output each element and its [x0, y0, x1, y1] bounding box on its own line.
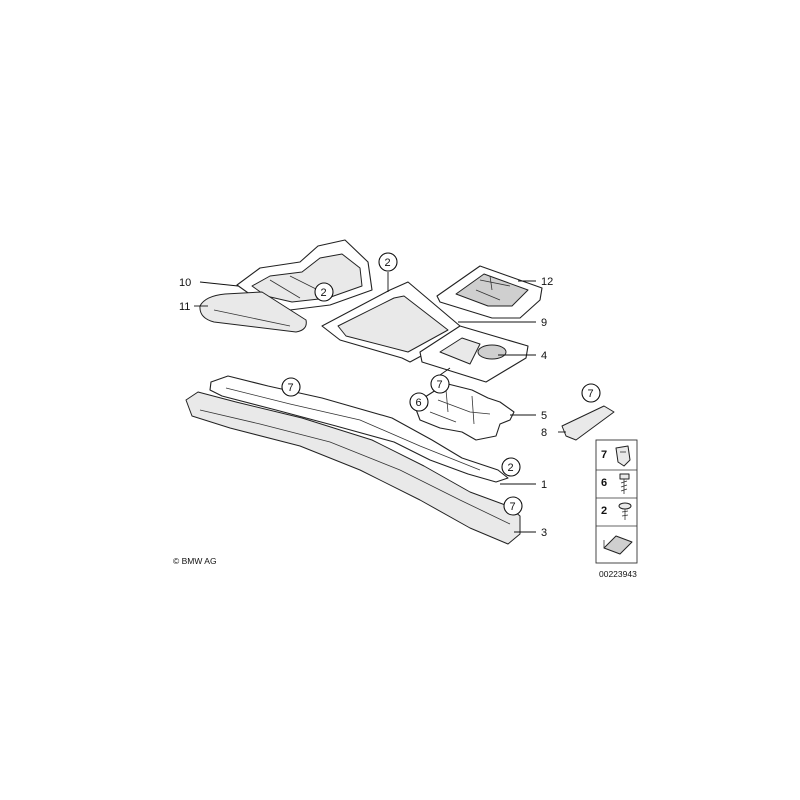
part-1-side-trim — [209, 375, 509, 483]
svg-text:2: 2 — [321, 287, 327, 299]
circled-callouts: 2 2 2 6 7 7 7 7 — [281, 252, 601, 516]
part-3-side-trim — [185, 391, 521, 545]
legend-7: 7 — [601, 449, 607, 461]
circled-callout-6: 6 — [409, 392, 429, 412]
callout-4: 4 — [541, 350, 547, 362]
callout-3: 3 — [541, 527, 547, 539]
callout-5: 5 — [541, 410, 547, 422]
circled-callout-7-d: 7 — [581, 383, 601, 403]
svg-text:7: 7 — [288, 382, 294, 394]
fastener-legend: 7 6 2 — [595, 439, 638, 564]
callout-labels: 10 11 12 9 4 5 8 1 3 — [179, 276, 553, 539]
circled-callout-7-b: 7 — [430, 374, 450, 394]
callout-1: 1 — [541, 479, 547, 491]
svg-text:7: 7 — [588, 388, 594, 400]
leader-lines — [194, 272, 566, 533]
part-4-console-panel — [419, 325, 529, 383]
part-10-trim-frame — [236, 239, 373, 311]
svg-text:2: 2 — [508, 462, 514, 474]
circled-callout-2-a: 2 — [378, 252, 398, 272]
part-5-bracket — [413, 383, 515, 441]
screw-icon — [619, 473, 630, 494]
callout-12: 12 — [541, 276, 553, 288]
callout-9: 9 — [541, 317, 547, 329]
arrow-icon — [603, 535, 633, 555]
circled-callout-2-b: 2 — [314, 282, 334, 302]
part-8-trim-piece — [561, 405, 615, 441]
screw-washer-icon — [618, 502, 632, 520]
clip-icon — [615, 445, 631, 467]
svg-text:7: 7 — [510, 501, 516, 513]
callout-8: 8 — [541, 427, 547, 439]
part-12-shift-panel — [436, 265, 543, 319]
callout-10: 10 — [179, 277, 191, 289]
part-9-trim-frame — [321, 281, 461, 363]
diagram-id: 00223943 — [599, 569, 637, 579]
copyright-text: © BMW AG — [173, 556, 217, 566]
callout-11: 11 — [179, 301, 190, 313]
circled-callout-7-c: 7 — [503, 496, 523, 516]
svg-text:6: 6 — [416, 397, 422, 409]
svg-text:7: 7 — [437, 379, 443, 391]
circled-callout-2-c: 2 — [501, 457, 521, 477]
legend-6: 6 — [601, 477, 607, 489]
circled-callout-7-a: 7 — [281, 377, 301, 397]
legend-2: 2 — [601, 505, 607, 517]
svg-text:2: 2 — [385, 257, 391, 269]
part-11-side-cover — [199, 291, 307, 333]
